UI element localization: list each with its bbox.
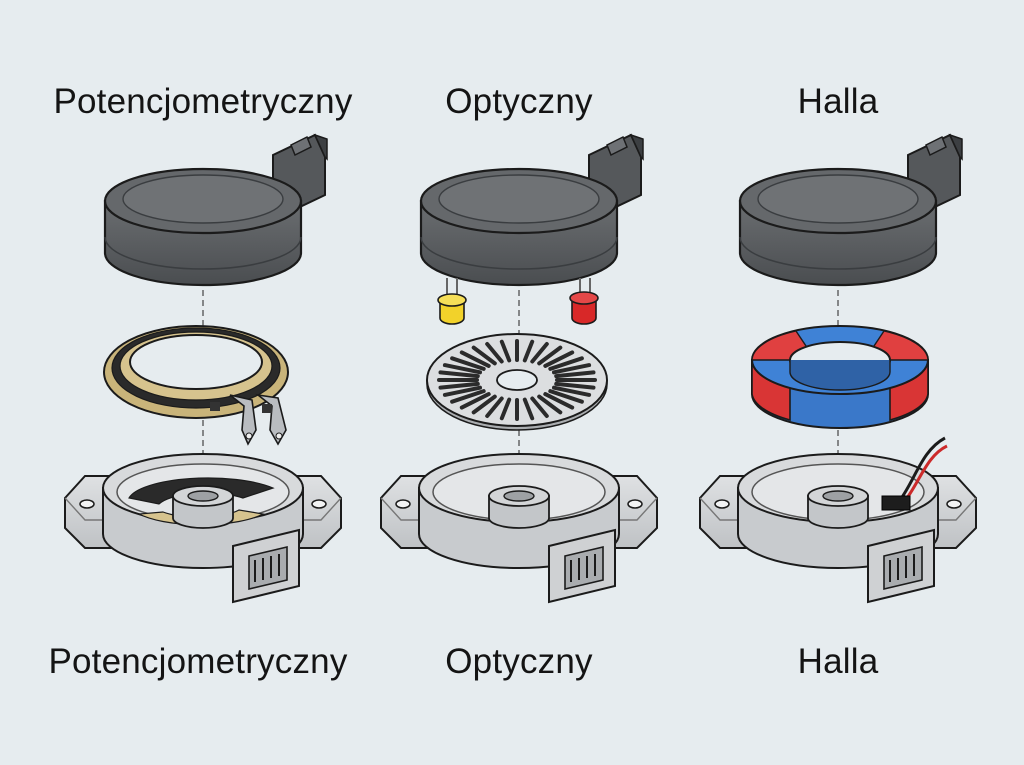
- encoder-slot: [552, 385, 592, 397]
- encoder-slot: [548, 389, 584, 404]
- sensor-housing: [699, 453, 977, 603]
- encoder-disc: [426, 333, 608, 431]
- encoder-slot: [450, 389, 486, 404]
- encoder-slot: [530, 342, 549, 364]
- encoder-slot: [543, 392, 575, 410]
- encoder-slot: [522, 339, 535, 363]
- encoder-slot: [552, 363, 592, 375]
- encoder-slot: [499, 397, 512, 421]
- potentiometric-sensor-assembly: [64, 133, 342, 603]
- sensor-title-optical: Optyczny: [445, 82, 593, 121]
- optical-sensor-assembly: [380, 133, 658, 603]
- hall-chip-with-wires: [881, 436, 948, 511]
- hall-sensor-assembly: [699, 133, 977, 603]
- sensor-caption-potentiometric: Potencjometryczny: [48, 642, 348, 681]
- encoder-slot: [554, 381, 596, 390]
- sensor-cap: [419, 133, 645, 287]
- red-led: [569, 278, 599, 325]
- resistive-track: [103, 325, 289, 446]
- encoder-slot: [450, 356, 486, 371]
- encoder-slot: [442, 385, 482, 397]
- encoder-slot: [471, 345, 497, 366]
- ring-magnet: [751, 325, 929, 429]
- sensor-cap: [738, 133, 964, 287]
- sensor-housing: [64, 453, 342, 603]
- encoder-slot: [459, 350, 491, 368]
- sensor-caption-optical: Optyczny: [445, 642, 593, 681]
- sensor-housing: [380, 453, 658, 603]
- encoder-slot: [442, 363, 482, 375]
- encoder-slot: [471, 394, 497, 415]
- encoder-slot: [537, 345, 563, 366]
- encoder-slot: [543, 350, 575, 368]
- sensor-title-hall: Halla: [797, 82, 879, 121]
- encoder-slot: [554, 370, 596, 379]
- encoder-slot: [537, 394, 563, 415]
- encoder-slot: [499, 339, 512, 363]
- sensor-caption-hall: Halla: [797, 642, 879, 681]
- sensor-title-potentiometric: Potencjometryczny: [53, 82, 353, 121]
- encoder-slot: [438, 381, 480, 390]
- encoder-slot: [485, 342, 504, 364]
- sensor-cap: [103, 133, 329, 287]
- encoder-slot: [459, 392, 491, 410]
- encoder-slot: [522, 397, 535, 421]
- encoder-slot: [530, 396, 549, 418]
- encoder-slot: [485, 396, 504, 418]
- encoder-slot: [548, 356, 584, 371]
- yellow-led: [437, 278, 467, 325]
- encoder-slot: [438, 370, 480, 379]
